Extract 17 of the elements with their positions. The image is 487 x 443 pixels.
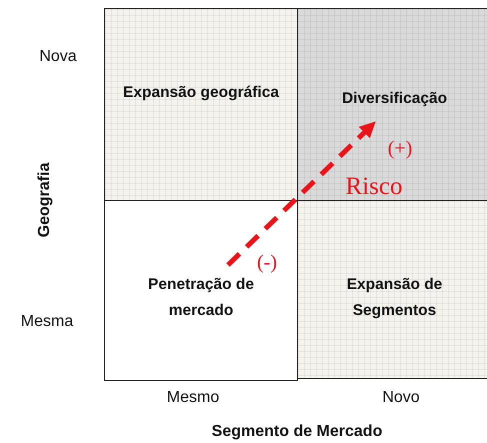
quadrant-label: Penetração de mercado (147, 275, 255, 321)
axis-tick-label: Nova (39, 48, 77, 66)
risk-label: Risco (346, 173, 402, 201)
plus-sign-label: (+) (388, 138, 412, 160)
quadrant-label: Expansão geográfica (122, 83, 280, 103)
minus-sign-label: (-) (257, 252, 277, 274)
axis-title: Geografia (36, 162, 54, 238)
axis-tick-label: Novo (382, 389, 420, 407)
quadrant-box (297, 8, 487, 201)
quadrant-label: Expansão de Segmentos (346, 275, 444, 321)
quadrant-label: Diversificação (340, 89, 448, 109)
quadrant-box (104, 200, 298, 381)
axis-tick-label: Mesmo (166, 389, 220, 407)
axis-tick-label: Mesma (20, 313, 74, 331)
quadrant-box (297, 200, 487, 379)
axis-title: Segmento de Mercado (212, 423, 382, 441)
quadrant-box (104, 8, 298, 201)
